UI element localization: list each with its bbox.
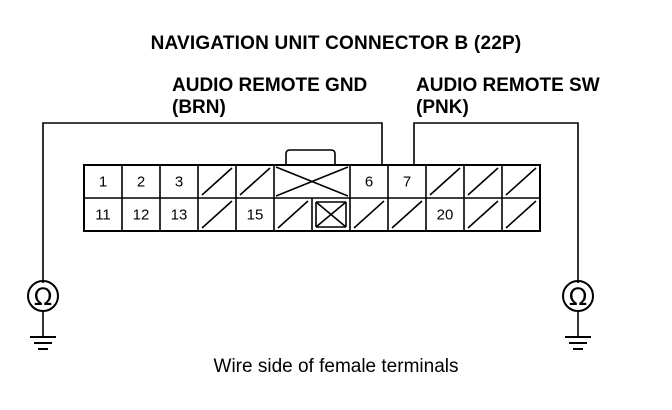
right-ohmmeter-icon bbox=[562, 280, 594, 336]
diagram-title: NAVIGATION UNIT CONNECTOR B (22P) bbox=[150, 33, 522, 54]
bottom-row-unused-slash bbox=[277, 200, 309, 229]
audio-remote-sw-wire bbox=[413, 122, 579, 283]
top-row-unused-slash bbox=[467, 167, 499, 196]
left-ground-symbol-icon bbox=[30, 336, 56, 350]
top-row-unused-slash bbox=[429, 167, 461, 196]
bottom-row-pin-20: 20 bbox=[437, 207, 454, 224]
left-ohm-symbol: Ω bbox=[34, 283, 52, 311]
bottom-row-pin-13: 13 bbox=[171, 207, 188, 224]
bottom-row-unused-slash bbox=[391, 200, 423, 229]
right-ohm-symbol: Ω bbox=[569, 283, 587, 311]
top-row-pin-2: 2 bbox=[137, 174, 145, 191]
bottom-row-pin-15: 15 bbox=[247, 207, 264, 224]
top-row-pin-1: 1 bbox=[99, 174, 107, 191]
audio-remote-sw-wire-color: (PNK) bbox=[416, 97, 469, 118]
top-row-unused-slash bbox=[239, 167, 271, 196]
top-row-unused-slash bbox=[201, 167, 233, 196]
diagram-caption: Wire side of female terminals bbox=[213, 356, 459, 377]
audio-remote-gnd-label: AUDIO REMOTE GND bbox=[172, 75, 368, 96]
top-row-pin-3: 3 bbox=[175, 174, 183, 191]
bottom-row-unused-slash bbox=[353, 200, 385, 229]
top-row-pin-6: 6 bbox=[365, 174, 373, 191]
bottom-row-unused-slash bbox=[467, 200, 499, 229]
bottom-row-pin-11: 11 bbox=[95, 207, 111, 224]
audio-remote-gnd-wire bbox=[42, 122, 383, 283]
left-ohmmeter-icon bbox=[27, 280, 59, 336]
bottom-row-unused-slash bbox=[201, 200, 233, 229]
bottom-row-blank-cross bbox=[315, 201, 347, 228]
right-ground-symbol-icon bbox=[565, 336, 591, 350]
bottom-row-unused-slash bbox=[505, 200, 537, 229]
top-row-pin-7: 7 bbox=[403, 174, 411, 191]
bottom-row-pin-12: 12 bbox=[133, 207, 150, 224]
audio-remote-sw-label: AUDIO REMOTE SW bbox=[416, 75, 600, 96]
top-row-unused-slash bbox=[505, 167, 537, 196]
top-row-blank-cross bbox=[275, 166, 349, 197]
audio-remote-gnd-wire-color: (BRN) bbox=[172, 97, 226, 118]
connector-latch bbox=[285, 149, 336, 165]
